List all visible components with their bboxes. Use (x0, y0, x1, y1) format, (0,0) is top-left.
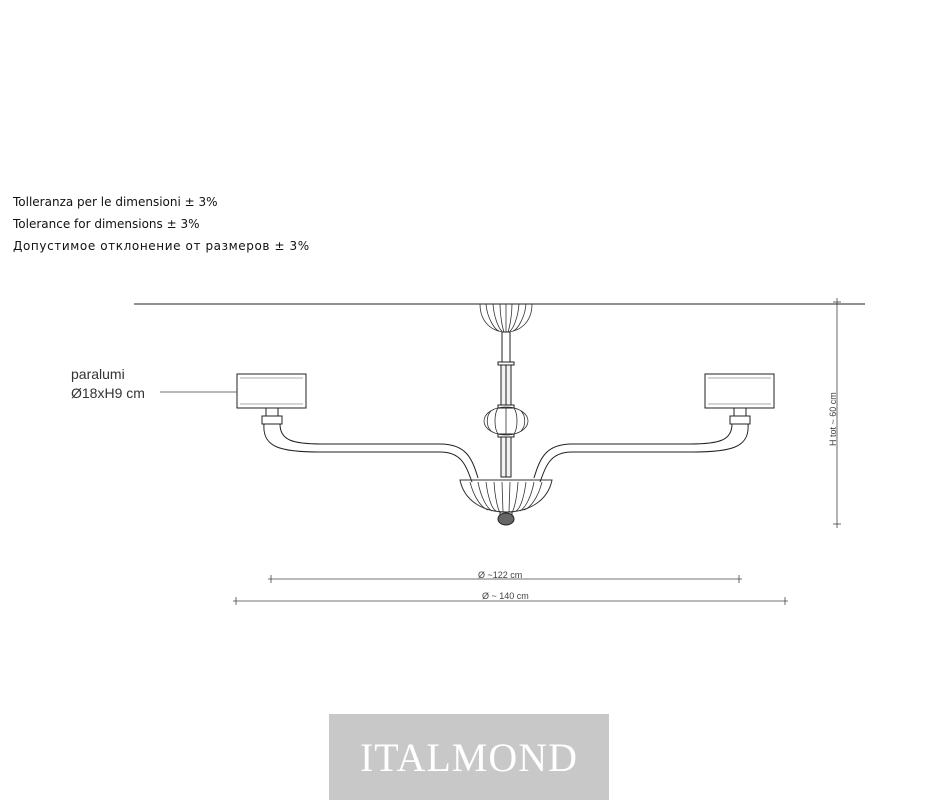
shade-name-label: paralumi (71, 366, 125, 382)
ceiling-canopy (479, 303, 533, 333)
bottom-finial (497, 511, 515, 526)
central-ribbed-sphere (483, 406, 529, 436)
tolerance-note-italian: Tolleranza per le dimensioni ± 3% (13, 195, 218, 209)
brand-logo: ITALMOND (329, 714, 609, 800)
tolerance-notes: Tolleranza per le dimensioni ± 3% Tolera… (13, 191, 310, 257)
tolerance-note-english: Tolerance for dimensions ± 3% (13, 217, 200, 231)
inner-diameter-dimension (268, 575, 742, 583)
outer-diameter-dimension (233, 597, 788, 605)
central-stem (497, 331, 515, 478)
left-arm (261, 407, 479, 483)
outer-diameter-label: Ø ~ 140 cm (482, 591, 529, 601)
height-dimension (833, 298, 841, 528)
tolerance-note-russian: Допустимое отклонение от размеров ± 3% (13, 239, 310, 253)
brand-logo-text: ITALMOND (359, 734, 579, 780)
total-height-label: H tot ~ 60 cm (828, 392, 838, 446)
shade-size-label: Ø18xH9 cm (71, 385, 145, 401)
left-lampshade (236, 373, 307, 409)
right-lampshade (704, 373, 775, 409)
right-arm (533, 407, 751, 483)
central-bowl (459, 479, 553, 513)
inner-diameter-label: Ø ~122 cm (478, 570, 522, 580)
